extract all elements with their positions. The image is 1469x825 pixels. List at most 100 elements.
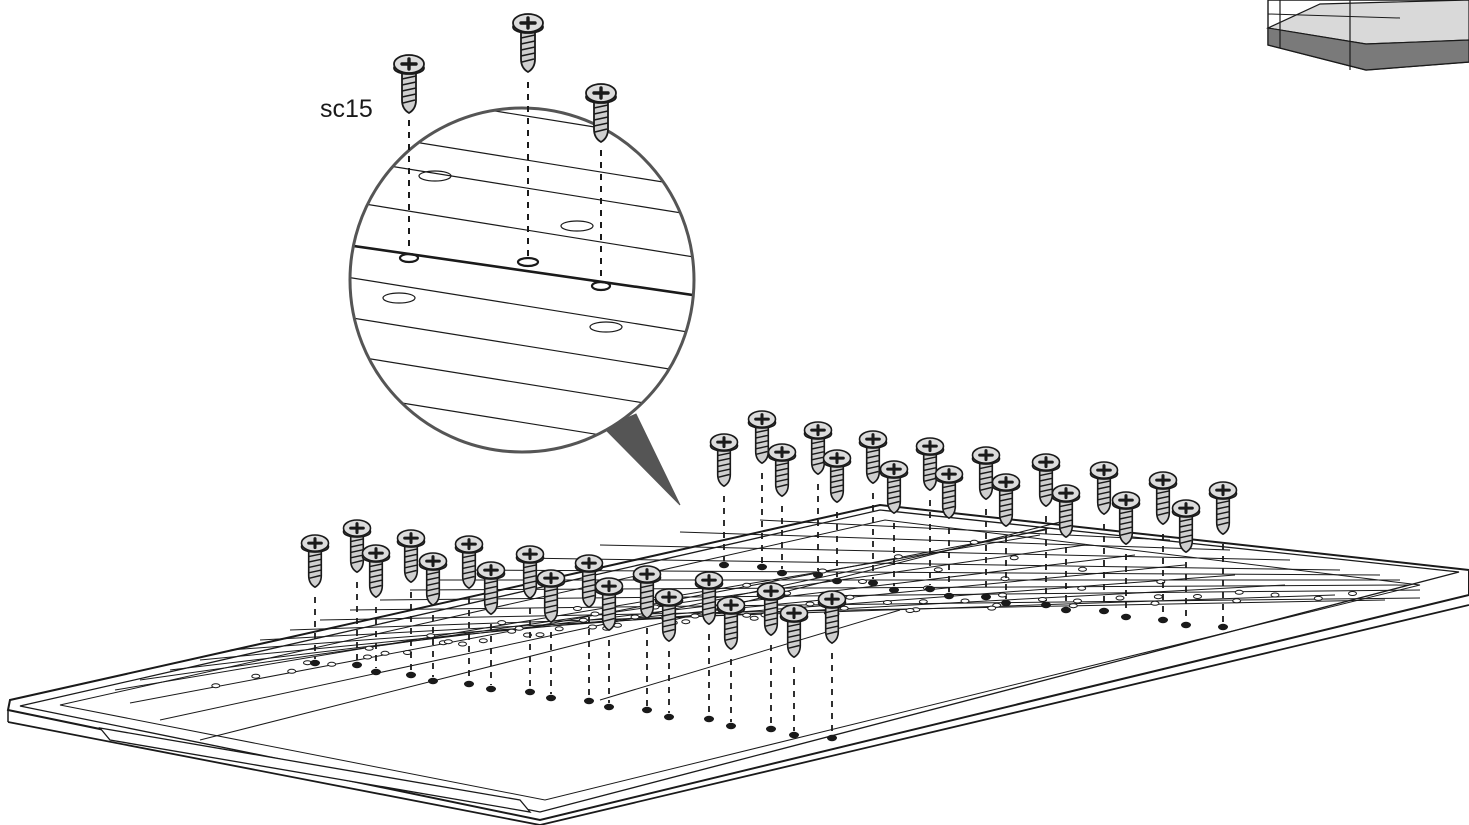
led-dot <box>1068 603 1078 609</box>
phillips-screw-icon <box>341 518 373 574</box>
magnifier-callout: sc15 <box>320 12 696 506</box>
phillips-screw-icon <box>299 533 331 589</box>
screw-hole-icon <box>310 659 320 667</box>
led-dot <box>1270 592 1280 598</box>
phillips-screw-icon <box>417 551 449 607</box>
led-dot <box>858 579 867 584</box>
screw-hole-icon <box>1061 606 1071 614</box>
screw-hole-icon <box>525 688 535 696</box>
led-dot <box>893 554 903 560</box>
screw-hole-icon <box>726 722 736 730</box>
screw-hole-icon <box>406 671 416 679</box>
phillips-screw-icon <box>360 543 392 599</box>
phillips-screw-icon <box>933 464 965 520</box>
screw-hole-icon <box>546 694 556 702</box>
led-dot <box>363 654 372 660</box>
screw-hole-icon <box>868 579 878 587</box>
phillips-screw-icon <box>970 445 1002 501</box>
led-dot <box>458 641 467 647</box>
screw-hole-icon <box>925 585 935 593</box>
led-dot <box>883 600 892 605</box>
screw-hole-icon <box>981 593 991 601</box>
screw-hole-icon <box>789 731 799 739</box>
led-dot <box>578 617 588 623</box>
screw-hole-icon <box>1218 623 1228 631</box>
led-dot <box>497 620 507 626</box>
led-dot <box>998 592 1007 598</box>
led-dot <box>507 628 517 634</box>
led-dot <box>1000 576 1010 582</box>
phillips-screw-icon <box>766 442 798 498</box>
screw-hole-icon <box>371 668 381 676</box>
led-dot <box>839 605 849 611</box>
panel-screws <box>299 409 1239 742</box>
led-dot <box>1150 600 1160 606</box>
led-dot <box>478 638 488 644</box>
phillips-screw-icon <box>708 432 740 488</box>
led-dot <box>251 673 261 679</box>
led-dot <box>1234 589 1244 595</box>
led-dot <box>287 668 297 674</box>
led-dot <box>805 601 815 607</box>
led-dot <box>364 645 374 651</box>
led-dot <box>749 615 759 621</box>
led-dot <box>514 625 524 631</box>
led-dot <box>1232 598 1242 604</box>
led-dot <box>1313 595 1323 601</box>
led-dot <box>845 594 855 600</box>
led-dot <box>905 608 915 613</box>
led-dot <box>1009 555 1019 561</box>
screw-hole-icon <box>664 713 674 721</box>
screw-hole-icon <box>1041 601 1051 609</box>
screw-hole-icon <box>813 571 823 579</box>
screw-hole-icon <box>757 563 767 571</box>
led-dot <box>426 633 436 639</box>
screw-hole-icon <box>464 680 474 688</box>
screw-hole-icon <box>604 703 614 711</box>
led-dot <box>1078 566 1087 572</box>
led-dot <box>742 582 752 588</box>
led-dot <box>1038 597 1047 602</box>
led-dot <box>380 650 390 656</box>
led-dot <box>1193 594 1202 599</box>
screw-hole-icon <box>1158 616 1168 624</box>
led-dot <box>573 606 582 611</box>
led-dot <box>554 626 564 632</box>
led-dot <box>630 614 640 620</box>
led-dot <box>1153 594 1163 600</box>
screw-hole-icon <box>1099 607 1109 615</box>
screw-hole-icon <box>889 586 899 594</box>
screw-hole-icon <box>944 592 954 600</box>
screw-hole-icon <box>1001 599 1011 607</box>
led-dot <box>933 567 943 573</box>
screw-hole-icon <box>428 677 438 685</box>
led-dot <box>535 632 545 638</box>
screw-hole-icon <box>352 661 362 669</box>
screw-hole-icon <box>704 715 714 723</box>
led-dot <box>1073 598 1082 604</box>
phillips-screw-icon <box>1207 480 1239 536</box>
led-dot <box>443 639 453 645</box>
backlight-panel <box>6 503 1469 825</box>
screw-hole-icon <box>777 569 787 577</box>
phillips-screw-icon <box>395 528 427 584</box>
screw-hole-icon <box>766 725 776 733</box>
led-dot <box>327 661 337 667</box>
screw-hole-icon <box>827 734 837 742</box>
screw-hole-icon <box>832 577 842 585</box>
led-dot <box>960 598 970 604</box>
screw-hole-icon <box>642 706 652 714</box>
phillips-screw-icon <box>511 12 545 74</box>
screw-hole-icon <box>584 697 594 705</box>
phillips-screw-icon <box>392 53 426 115</box>
led-dot <box>681 619 691 625</box>
led-dot <box>588 624 597 630</box>
led-dot <box>590 611 600 617</box>
led-dot <box>1115 595 1125 601</box>
led-dot <box>918 599 928 605</box>
led-dot <box>987 605 997 611</box>
phillips-screw-icon <box>1147 470 1179 526</box>
screw-hole-icon <box>1181 621 1191 629</box>
orientation-thumbnail-icon <box>1265 0 1469 71</box>
